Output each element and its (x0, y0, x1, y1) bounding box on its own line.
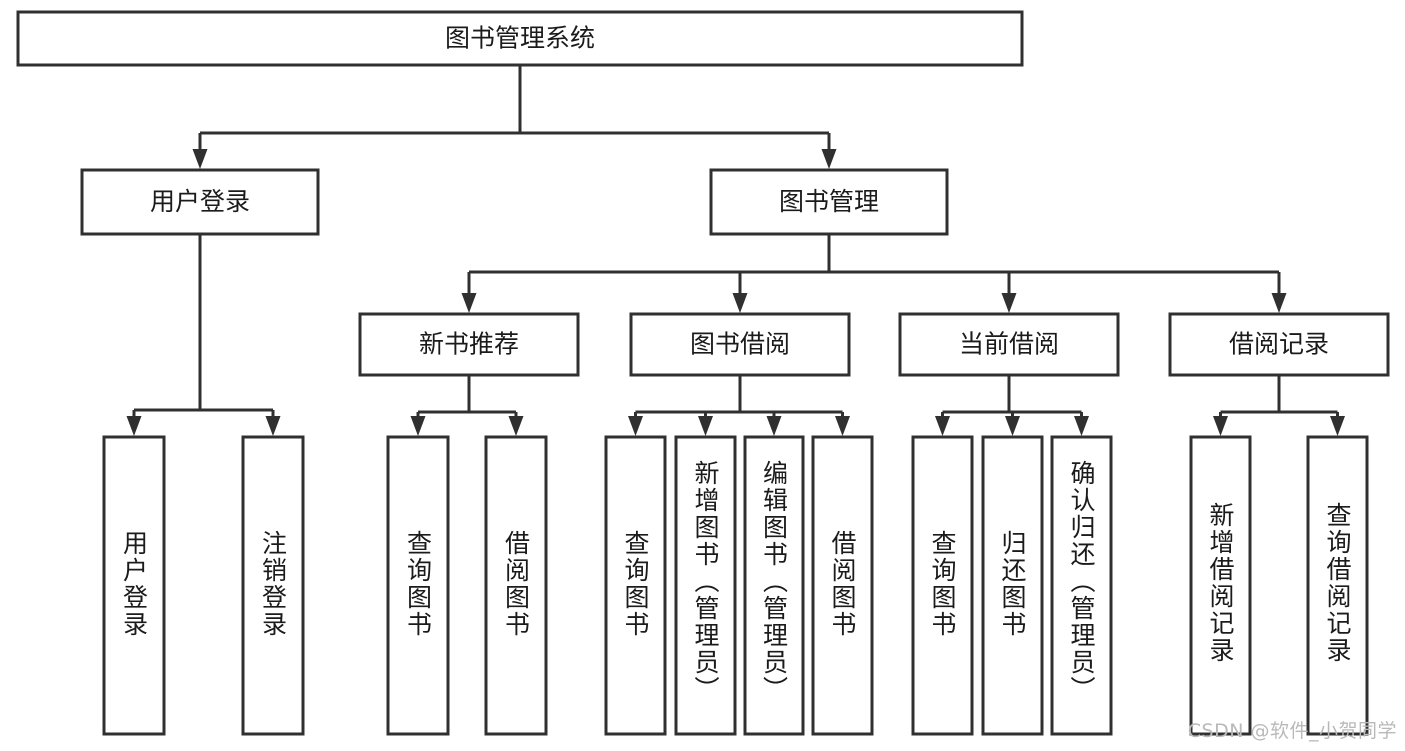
node-label-l2d: 借阅记录 (1229, 330, 1329, 359)
node-l3a1[interactable] (102, 435, 166, 736)
node-label-l1a: 用户登录 (150, 187, 250, 216)
node-l3e1[interactable] (1189, 435, 1252, 736)
node-l3d1[interactable] (911, 435, 974, 736)
node-l3d2[interactable] (981, 435, 1044, 736)
node-root[interactable] (16, 10, 1024, 67)
node-l3e2[interactable] (1306, 435, 1369, 736)
node-l3c3[interactable] (743, 435, 805, 736)
node-l2c[interactable] (898, 312, 1120, 377)
node-l3b2[interactable] (484, 435, 548, 736)
node-l1b[interactable] (709, 168, 949, 236)
node-l3b1[interactable] (386, 435, 450, 736)
edges-layer (126, 65, 1345, 436)
node-label-l2a: 新书推荐 (419, 330, 519, 359)
node-l3a2[interactable] (241, 435, 305, 736)
node-l2d[interactable] (1168, 312, 1390, 377)
node-label-l2b: 图书借阅 (690, 330, 790, 359)
node-l2b[interactable] (629, 312, 851, 377)
node-l3c4[interactable] (811, 435, 874, 736)
node-label-root: 图书管理系统 (445, 24, 595, 53)
node-l3d3[interactable] (1050, 435, 1113, 736)
node-l3c2[interactable] (674, 435, 737, 736)
node-label-l2c: 当前借阅 (959, 330, 1059, 359)
node-l2a[interactable] (358, 312, 580, 377)
node-label-l1b: 图书管理 (779, 187, 879, 216)
watermark-credit: CSDN @软件_小贺同学 (1187, 720, 1397, 742)
node-l1a[interactable] (80, 168, 320, 236)
node-l3c1[interactable] (604, 435, 667, 736)
